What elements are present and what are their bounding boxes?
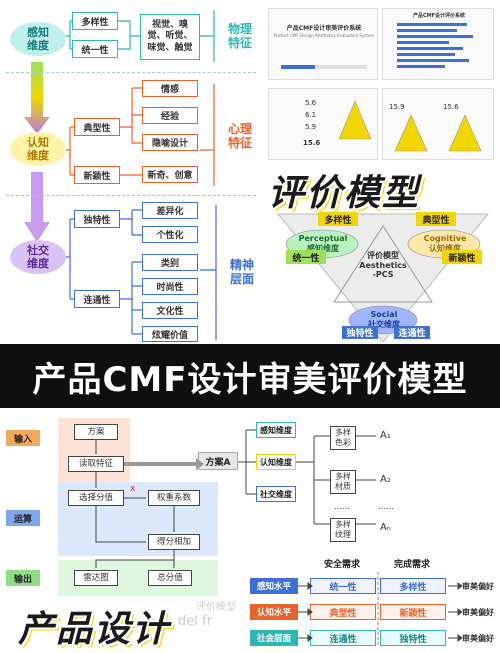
row1-preference: 审美偏好 bbox=[462, 582, 494, 591]
culture-box: 文化性 bbox=[142, 302, 198, 319]
score-preview-left: 5.6 6.1 5.9 15.6 bbox=[268, 88, 378, 160]
radar-chart-box: 雷达图 bbox=[74, 570, 118, 586]
output-a1: A₁ bbox=[380, 430, 391, 441]
row2-typicality: 典型性 bbox=[310, 604, 376, 620]
score-value: 5.6 bbox=[305, 99, 317, 107]
category-box: 类别 bbox=[142, 254, 198, 271]
output-stage-label: 输出 bbox=[6, 570, 40, 586]
unity-box: 统一性 bbox=[72, 40, 118, 58]
perceptual-level-label: 感知水平 bbox=[250, 578, 298, 594]
diversity-tag: 多样性 bbox=[318, 212, 358, 226]
product-design-title: 产品设计 bbox=[18, 609, 171, 650]
plan-box: 方案 bbox=[74, 424, 118, 440]
social-node: Social 社交维度 bbox=[368, 310, 400, 329]
typicality-box: 典型性 bbox=[74, 118, 120, 136]
perceptual-node: Perceptual 感知维度 bbox=[298, 234, 348, 253]
document-preview: 产品CMF设计审美评价系统 Product CMF Design Aesthet… bbox=[268, 8, 378, 80]
separator-line bbox=[6, 72, 256, 73]
attribute-material-box: 多样 材质 bbox=[330, 470, 356, 494]
evaluation-model-title: 评价模型 bbox=[268, 173, 421, 214]
diversity-box: 多样性 bbox=[72, 12, 118, 30]
creativity-box: 新奇、创意 bbox=[142, 166, 198, 183]
social-dimension-tag: 社交维度 bbox=[256, 486, 296, 502]
senses-box: 视觉、嗅 觉、听觉、 味觉、触觉 bbox=[140, 14, 200, 60]
weight-coefficient-box: 权重系数 bbox=[148, 490, 200, 506]
chart-preview-title: 产品CMF设计评价系统 bbox=[412, 13, 466, 19]
score-value: 15.6 bbox=[443, 103, 459, 111]
row2-preference: 审美偏好 bbox=[462, 608, 494, 617]
novelty-box: 新颖性 bbox=[74, 166, 120, 184]
faint-background-text-2: 评价模型 bbox=[196, 602, 236, 613]
score-value: 15.9 bbox=[389, 103, 405, 111]
personalization-box: 个性化 bbox=[142, 226, 198, 243]
social-level-label: 社会层面 bbox=[250, 630, 298, 646]
model-center-label: 评价模型 Aesthetics -PCS bbox=[359, 251, 407, 279]
unity-tag: 统一性 bbox=[286, 250, 326, 264]
psychological-feature-label: 心理 特征 bbox=[228, 122, 253, 151]
attribute-ellipsis: …… bbox=[334, 502, 350, 511]
output-a2: A₂ bbox=[380, 474, 391, 485]
row2-novelty: 新颖性 bbox=[380, 604, 446, 620]
score-value: 5.9 bbox=[305, 123, 317, 131]
score-triangle bbox=[338, 100, 372, 140]
perceptual-dimension-label: 感知 维度 bbox=[10, 22, 66, 56]
preview-progress-bar bbox=[281, 65, 367, 69]
differentiation-box: 差异化 bbox=[142, 202, 198, 219]
novelty-tag: 新颖性 bbox=[442, 250, 482, 264]
showoff-value-box: 炫耀价值 bbox=[142, 326, 198, 342]
cognitive-dimension-tag: 认知维度 bbox=[256, 454, 296, 470]
social-dimension-label: 社交 维度 bbox=[10, 240, 66, 274]
output-an: Aₙ bbox=[380, 522, 391, 533]
multiply-mark: x bbox=[130, 484, 136, 494]
table-arrows bbox=[298, 572, 463, 646]
tree-connectors bbox=[66, 10, 217, 340]
main-title-banner: 产品CMF设计审美评价模型 bbox=[0, 344, 500, 408]
connectivity-tag: 连通性 bbox=[394, 326, 430, 339]
row1-diversity: 多样性 bbox=[380, 578, 446, 594]
input-stage-label: 输入 bbox=[6, 430, 40, 446]
document-title: 产品CMF设计审美评价系统 bbox=[286, 25, 362, 32]
typicality-tag: 典型性 bbox=[416, 212, 456, 226]
total-score-box: 总分值 bbox=[148, 570, 192, 586]
separator-line bbox=[6, 195, 256, 196]
physical-feature-label: 物理 特征 bbox=[228, 22, 253, 51]
read-feature-box: 读取特征 bbox=[68, 456, 124, 472]
attribute-color-box: 多样 色彩 bbox=[330, 426, 356, 450]
spiritual-level-label: 精神 层面 bbox=[230, 258, 255, 287]
score-triangles bbox=[394, 114, 482, 152]
cognitive-dimension-label: 认知 维度 bbox=[10, 132, 66, 166]
metaphor-box: 隐喻设计 bbox=[142, 134, 198, 151]
cognitive-level-label: 认知水平 bbox=[250, 604, 298, 620]
perceptual-dimension-tag: 感知维度 bbox=[256, 422, 296, 438]
document-subtitle: Product CMF Design Aesthetics Evaluation… bbox=[273, 33, 375, 38]
chart-preview: 产品CMF设计评价系统 bbox=[382, 8, 494, 80]
cognitive-node: Cognitive 认知维度 bbox=[423, 234, 467, 253]
connectivity-box: 连通性 bbox=[74, 290, 120, 308]
score-value: 6.1 bbox=[305, 111, 317, 119]
choose-score-box: 选择分值 bbox=[68, 490, 124, 506]
completion-need-header: 完成需求 bbox=[393, 559, 430, 570]
chart-preview-bars bbox=[397, 23, 473, 68]
faint-background-text: del fr bbox=[178, 614, 212, 629]
output-ellipsis: …… bbox=[378, 502, 394, 511]
uniqueness-box: 独特性 bbox=[74, 210, 120, 228]
progression-arrow bbox=[24, 62, 50, 242]
compute-stage-label: 运算 bbox=[6, 510, 40, 526]
uniqueness-tag: 独特性 bbox=[342, 326, 378, 339]
flow-connectors bbox=[95, 429, 376, 568]
experience-box: 经验 bbox=[142, 107, 198, 124]
score-value: 15.6 bbox=[303, 139, 321, 147]
safety-need-header: 安全需求 bbox=[323, 559, 360, 570]
emotion-box: 情感 bbox=[142, 80, 198, 97]
score-preview-right: 15.9 15.6 bbox=[382, 88, 494, 160]
score-sum-box: 得分相加 bbox=[148, 534, 200, 550]
row3-uniqueness: 独特性 bbox=[380, 630, 446, 646]
attribute-texture-box: 多样 纹理 bbox=[330, 518, 356, 542]
fashion-box: 时尚性 bbox=[142, 278, 198, 295]
row3-preference: 审美偏好 bbox=[462, 634, 494, 643]
